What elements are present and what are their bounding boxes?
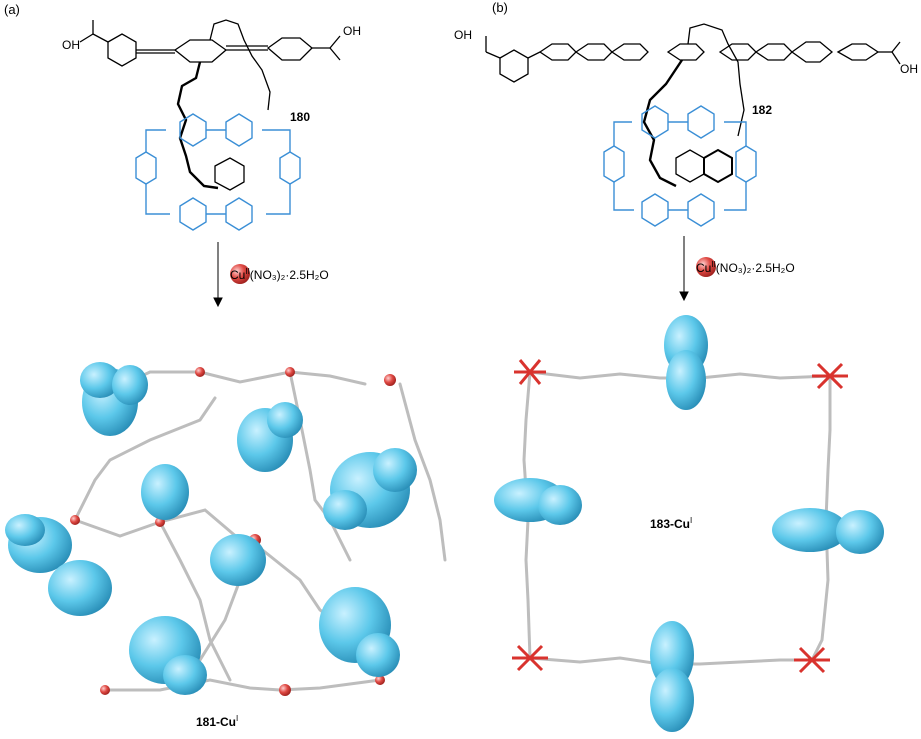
reagent-b: CuII(NO₃)₂·2.5H₂O: [696, 260, 795, 275]
oh-label-180-right: OH: [343, 24, 361, 38]
compound-180-label: 180: [290, 110, 311, 124]
product-181-oxidation: I: [236, 714, 239, 723]
product-181-label: 181-CuI: [196, 714, 238, 729]
copper-reagent-sphere-b: [696, 257, 716, 277]
product-183-name: 183-Cu: [650, 517, 691, 531]
copper-reagent-sphere-a: [230, 264, 250, 284]
product-181-name: 181-Cu: [196, 715, 237, 729]
reagent-a: CuII(NO₃)₂·2.5H₂O: [230, 267, 329, 282]
reagent-b-oxidation: II: [711, 260, 716, 269]
oh-label-180-left: OH: [62, 38, 80, 52]
pseudorotaxane-spheres-181: [5, 362, 417, 695]
reagent-b-formula: (NO₃)₂·2.5H₂O: [715, 261, 795, 275]
compound-182-structure: [485, 23, 901, 188]
oh-label-182-left: OH: [454, 28, 472, 42]
framework-183-copper: [512, 359, 848, 674]
cyclophane-182: [603, 105, 757, 227]
panel-b-label: (b): [492, 0, 508, 15]
arrow-b: [679, 236, 689, 302]
product-183-oxidation: I: [690, 516, 693, 525]
reagent-a-formula: (NO₃)₂·2.5H₂O: [249, 268, 329, 282]
cyclophane-180: [135, 113, 301, 231]
arrow-a: [213, 242, 223, 308]
oh-label-182-right: OH: [900, 62, 918, 76]
compound-182-label: 182: [752, 103, 773, 117]
reagent-b-metal: Cu: [696, 261, 712, 275]
reagent-a-metal: Cu: [230, 268, 246, 282]
reagent-a-oxidation: II: [245, 267, 250, 276]
pseudorotaxane-spheres-183: [494, 315, 884, 732]
panel-a-label: (a): [4, 2, 20, 17]
product-183-label: 183-CuI: [650, 516, 692, 531]
compound-180-structure: [79, 19, 341, 191]
